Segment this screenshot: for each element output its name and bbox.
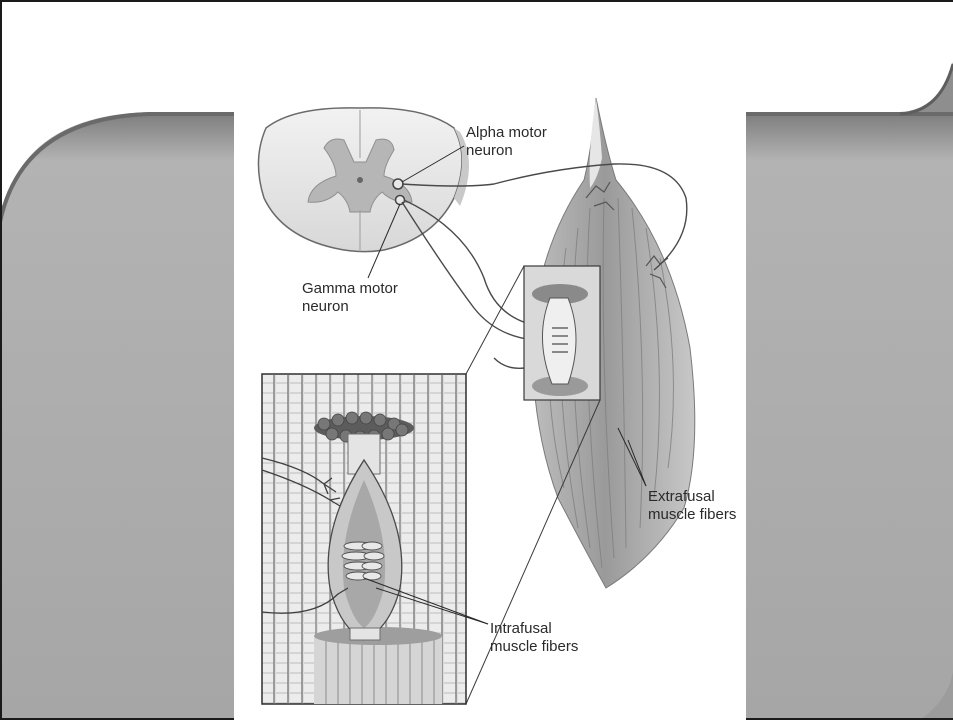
spindle-detail-small [524,266,600,400]
label-gamma-motor-neuron: Gamma motor neuron [302,280,398,316]
magnified-inset [262,374,466,704]
label-intrafusal-muscle-fibers: Intrafusal muscle fibers [490,620,578,656]
label-extrafusal-muscle-fibers: Extrafusal muscle fibers [648,488,736,524]
figure-panel: Alpha motor neuron Gamma motor neuron Ex… [234,88,746,720]
label-alpha-motor-neuron: Alpha motor neuron [466,124,547,160]
alpha-neuron-body [393,179,403,189]
spinal-cord-cross-section [258,108,469,252]
